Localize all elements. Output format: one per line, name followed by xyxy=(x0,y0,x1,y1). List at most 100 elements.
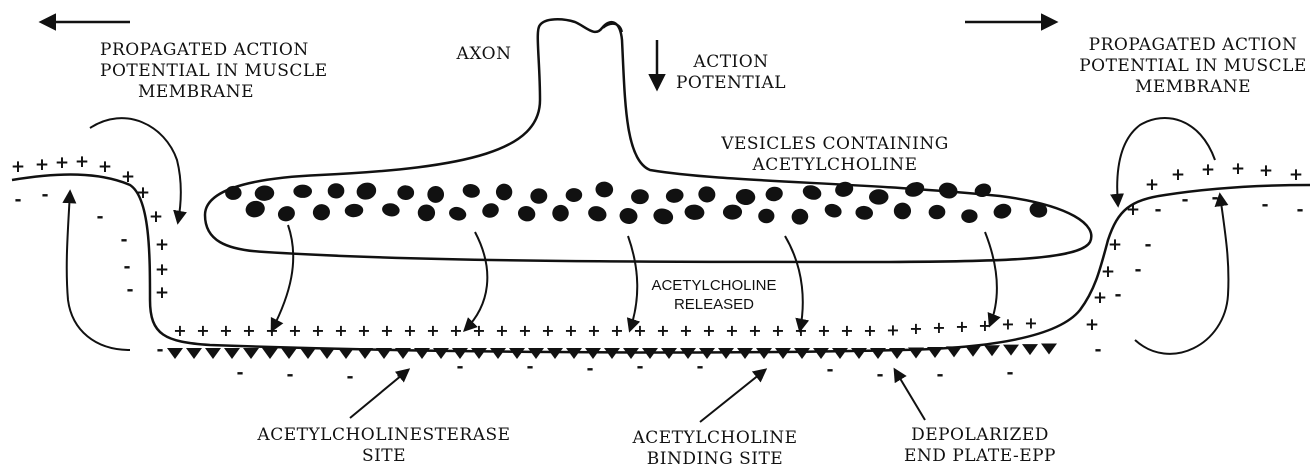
plus-charge: + xyxy=(155,260,169,280)
vesicle xyxy=(937,181,959,201)
receptor-site xyxy=(813,348,829,359)
vesicle xyxy=(565,188,582,202)
plus-charge: + xyxy=(725,321,738,340)
vesicle xyxy=(595,181,614,198)
action-potential-line1: ACTION xyxy=(664,52,798,73)
vesicles-line2: ACETYLCHOLINE xyxy=(710,155,960,176)
receptor-site xyxy=(205,348,221,359)
minus-charge: - xyxy=(876,365,883,385)
receptor-site xyxy=(889,348,905,359)
plus-charge: + xyxy=(932,318,945,337)
vesicle xyxy=(244,199,267,220)
propagated-right-line1: PROPAGATED ACTION xyxy=(1076,35,1310,56)
vesicle xyxy=(461,183,481,200)
minus-charge: - xyxy=(120,230,127,250)
vesicle xyxy=(417,203,437,222)
minus-charge: - xyxy=(286,365,293,385)
plus-charge: + xyxy=(265,321,278,340)
plus-charge: + xyxy=(978,316,991,335)
vesicle xyxy=(427,186,444,204)
plus-charge: + xyxy=(817,321,830,340)
plus-charge: + xyxy=(288,321,301,340)
vesicle xyxy=(764,185,784,203)
plus-charge: + xyxy=(472,321,485,340)
vesicle xyxy=(480,201,500,220)
vesicle xyxy=(903,180,926,200)
receptor-site xyxy=(794,348,810,359)
release-arrow xyxy=(465,232,487,330)
receptor-site xyxy=(281,348,297,359)
plus-charge: + xyxy=(11,157,25,177)
plus-charge: + xyxy=(311,321,324,340)
vesicle xyxy=(293,185,312,198)
plus-charge: + xyxy=(748,321,761,340)
minus-charge: - xyxy=(456,357,463,377)
vesicle xyxy=(992,201,1014,220)
vesicle xyxy=(516,204,537,223)
plus-charge: + xyxy=(1101,262,1115,282)
plus-charge: + xyxy=(495,321,508,340)
ach-released-line1: ACETYLCHOLINE xyxy=(645,276,783,295)
receptor-site xyxy=(414,348,430,359)
plus-charge: + xyxy=(403,321,416,340)
plus-charge: + xyxy=(1259,161,1273,181)
minus-charge: - xyxy=(586,359,593,379)
vesicle xyxy=(697,184,718,204)
plus-charge: + xyxy=(242,321,255,340)
plus-charge: + xyxy=(1171,165,1185,185)
plus-charge: + xyxy=(75,152,89,172)
receptor-sites-group xyxy=(167,344,1057,359)
release-arrow xyxy=(785,236,803,330)
plus-charge: + xyxy=(173,321,186,340)
minus-charge: - xyxy=(826,360,833,380)
vesicles-group xyxy=(225,180,1049,227)
minus-charge: - xyxy=(1094,340,1101,360)
receptor-site xyxy=(870,348,886,359)
vesicle xyxy=(618,206,639,225)
plus-charge: + xyxy=(426,321,439,340)
receptor-site xyxy=(357,348,373,359)
vesicle xyxy=(973,182,993,199)
axon-label: AXON xyxy=(450,44,518,65)
receptor-site xyxy=(832,348,848,359)
plus-charge: + xyxy=(1085,315,1099,335)
vesicle xyxy=(586,204,608,224)
minus-charge: - xyxy=(236,363,243,383)
vesicle xyxy=(790,207,810,226)
epp-label: DEPOLARIZED END PLATE-EPP xyxy=(880,425,1080,467)
plus-charge: + xyxy=(357,321,370,340)
propagated-right-line3: MEMBRANE xyxy=(1076,77,1310,98)
minus-charge: - xyxy=(1144,235,1151,255)
minus-charge: - xyxy=(696,357,703,377)
receptor-site xyxy=(1003,345,1019,356)
receptor-site xyxy=(433,348,449,359)
minus-charge: - xyxy=(636,357,643,377)
vesicle xyxy=(665,187,685,204)
vesicle xyxy=(833,180,855,199)
plus-charge: + xyxy=(1145,175,1159,195)
minus-charge: - xyxy=(1296,200,1303,220)
vesicle xyxy=(735,188,756,206)
plus-charge: + xyxy=(886,320,899,339)
vesicle xyxy=(328,183,345,198)
plus-charge: + xyxy=(679,321,692,340)
plus-charge: + xyxy=(1024,313,1037,332)
receptor-site xyxy=(262,348,278,359)
plus-charge: + xyxy=(1001,315,1014,334)
receptor-site xyxy=(395,348,411,359)
vesicle xyxy=(869,189,889,205)
right-current-loop xyxy=(1117,118,1228,354)
receptor-site xyxy=(224,348,240,359)
vesicle xyxy=(928,204,946,219)
plus-charge: + xyxy=(334,321,347,340)
minus-charge: - xyxy=(126,280,133,300)
vesicle xyxy=(447,205,467,222)
vesicle xyxy=(276,204,297,223)
minus-charge: - xyxy=(14,190,21,210)
release-arrows xyxy=(272,225,997,330)
receptor-site xyxy=(471,348,487,359)
plus-charge: + xyxy=(1289,165,1303,185)
esterase-line1: ACETYLCHOLINESTERASE xyxy=(233,425,535,446)
vesicle xyxy=(1028,200,1049,220)
minus-charge: - xyxy=(1154,200,1161,220)
